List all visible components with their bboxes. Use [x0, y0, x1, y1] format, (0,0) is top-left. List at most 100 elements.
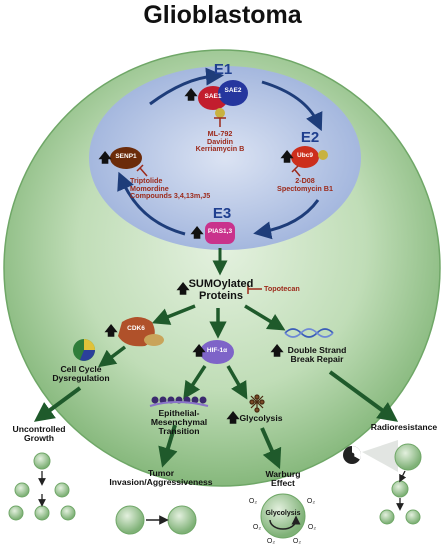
cycle-arrow-e2-to-e3 — [253, 199, 320, 240]
pias-shape — [205, 222, 235, 244]
cycle-arrow-e3-to-senp1 — [117, 171, 186, 236]
cell-cycle-line-1: Cell Cycle — [60, 364, 102, 374]
dsb-repair-label: Double Strand Break Repair — [282, 345, 352, 365]
radioresistance-daughter-cells — [379, 470, 421, 525]
senp1-inhibitor-3: Compounds 3,4,13m,J5 — [130, 191, 211, 201]
o2-label-1: O₂ — [248, 498, 258, 505]
o2-label-4: O₂ — [307, 524, 317, 531]
cell-cycle-line-2: Dysregulation — [52, 373, 110, 384]
arrow-cdk6-to-cellcycle — [98, 345, 127, 368]
e1-inhibitor-3: Kerriamycin B — [195, 144, 245, 154]
sae2-label: SAE2 — [224, 87, 242, 94]
e2-inhibitor-2: Spectomycin B1 — [277, 183, 333, 193]
o2-label-5: O₂ — [266, 538, 276, 545]
uncontrolled-line-1: Uncontrolled — [12, 424, 66, 434]
e2-up-arrow: 🡅 — [280, 149, 294, 164]
ubc9-shape — [291, 146, 319, 168]
arrow-sumo-to-cdk6 — [151, 304, 196, 325]
o2-label-3: O₂ — [252, 524, 262, 531]
arrow-to-uncontrolled-growth — [33, 386, 82, 422]
uncontrolled-growth-cells — [8, 452, 76, 521]
warburg-line-2: Effect — [271, 478, 295, 489]
radioresistant-cell — [394, 443, 422, 471]
topotecan-label: Topotecan — [264, 284, 300, 293]
senp1-inhibitor-1: Triptolide — [130, 176, 163, 185]
e2-inhibitor-line — [294, 169, 301, 177]
glycolysis-up-arrow: 🡅 — [226, 410, 240, 425]
arrow-to-tumor-invasion — [158, 424, 178, 468]
sumo-bead-e2 — [318, 150, 328, 160]
cell-cycle-pie-slice-yellow — [84, 339, 95, 350]
senp1-inhibitor-bar — [136, 164, 144, 172]
emt-cell-chain — [149, 396, 209, 407]
ubc9-label: Ubc9 — [297, 152, 313, 159]
uncontrolled-line-2: Growth — [23, 433, 55, 444]
e1-inhibitor-1: ML-792 — [207, 129, 233, 138]
glycolysis-cycle-arrow — [269, 515, 301, 530]
cdk6-up-arrow: 🡅 — [104, 323, 118, 338]
e1-label: E1 — [213, 61, 233, 78]
emt-line-2: Mesenchymal — [150, 417, 208, 428]
emt-line-3: Transition — [158, 426, 200, 437]
dsb-line-1: Double Strand — [287, 345, 347, 355]
e2-inhibitors: 2-D08 Spectomycin B1 — [270, 177, 340, 192]
e2-inhibitor-1: 2-D08 — [295, 176, 315, 185]
cycle-arrow-senp1-to-e1 — [149, 67, 224, 106]
warburg-line-1: Warburg — [265, 469, 301, 479]
senp1-shape — [110, 147, 142, 169]
glycolysis-label: Glycolysis — [239, 413, 283, 423]
e1-inhibitors: ML-792 Davidin Kerriamycin B — [185, 130, 255, 153]
tumor-invasion-cells — [115, 505, 197, 535]
o2-label-2: O₂ — [306, 498, 316, 505]
tumor-line-2: Invasion/Aggressiveness — [109, 477, 213, 488]
senp1-inhibitors: Triptolide Momordine Compounds 3,4,13m,J… — [130, 177, 224, 200]
senp1-label: SENP1 — [115, 153, 137, 160]
hif-shape — [200, 340, 234, 364]
dna-strand-1 — [284, 328, 334, 338]
sumo-line-2: Proteins — [198, 289, 243, 302]
sumoylated-proteins-label: SUMOylated Proteins — [186, 278, 256, 302]
sumo-up-arrow: 🡅 — [176, 281, 190, 296]
page-title: Glioblastoma — [143, 1, 302, 29]
emt-label: Epithelial- Mesenchymal Transition — [142, 408, 216, 437]
arrow-to-radioresistance — [328, 370, 399, 422]
arrow-hif-to-glycolysis — [226, 365, 248, 400]
arrow-sumo-to-dsb — [244, 304, 286, 331]
e3-label: E3 — [212, 205, 232, 222]
radiation-beam — [362, 440, 398, 472]
arrow-hif-to-emt — [183, 365, 207, 400]
e2-inhibitor-bar — [291, 165, 299, 173]
dsb-line-2: Break Repair — [290, 354, 344, 365]
warburg-cell — [260, 493, 306, 539]
hif-up-arrow: 🡅 — [192, 343, 206, 358]
nucleus — [89, 66, 361, 250]
warburg-glycolysis-label: Glycolysis — [265, 510, 301, 517]
senp1-inhibitor-line — [139, 167, 148, 177]
tumor-line-1: Tumor — [147, 468, 175, 478]
cell-cycle-label: Cell Cycle Dysregulation — [46, 364, 116, 384]
tumor-invasion-label: Tumor Invasion/Aggressiveness — [106, 468, 216, 488]
emt-line-1: Epithelial- — [158, 408, 200, 418]
sumo-bead-e1 — [215, 108, 225, 118]
e1-inhibitor-2: Davidin — [207, 136, 233, 146]
cdk6-partner-shape — [144, 334, 164, 346]
e2-label: E2 — [300, 129, 320, 146]
cycle-arrow-e1-to-e2 — [261, 80, 323, 132]
e1-up-arrow: 🡅 — [184, 87, 198, 102]
glucose-molecule-icon — [249, 394, 265, 413]
uncontrolled-growth-label: Uncontrolled Growth — [4, 424, 74, 444]
hif-label: HIF-1α — [206, 347, 228, 354]
sumo-line-1: SUMOylated — [188, 278, 254, 290]
o2-label-6: O₂ — [292, 538, 302, 545]
sae1-label: SAE1 — [204, 93, 222, 100]
e3-up-arrow: 🡅 — [190, 225, 204, 240]
senp1-up-arrow: 🡅 — [98, 150, 112, 165]
warburg-label: Warburg Effect — [258, 469, 308, 489]
arrow-to-warburg — [260, 427, 282, 470]
dsb-up-arrow: 🡅 — [270, 343, 284, 358]
senp1-inhibitor-2: Momordine — [130, 183, 169, 193]
radiation-icon — [343, 446, 361, 464]
sae2-shape — [218, 80, 248, 106]
pias-label: PIAS1,3 — [207, 228, 233, 235]
